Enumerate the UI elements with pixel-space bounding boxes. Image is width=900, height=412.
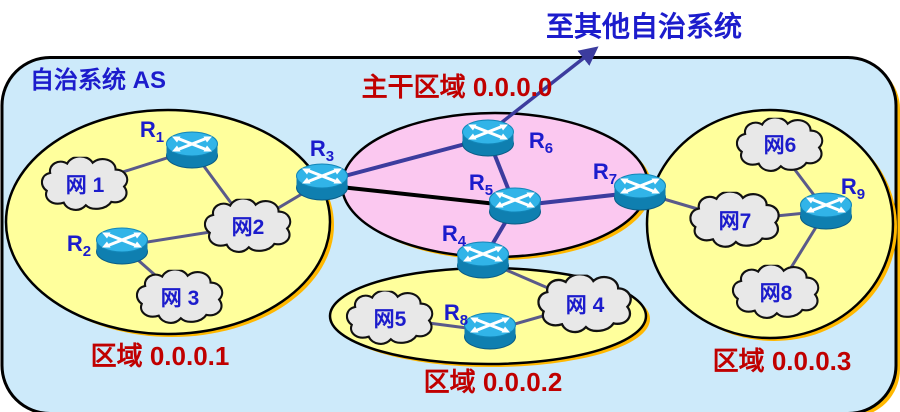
router-r9-label: R9	[841, 174, 865, 203]
router-label-main: R	[841, 174, 857, 199]
link-r3-r6	[321, 136, 489, 184]
router-label-sub: 4	[458, 233, 467, 250]
router-label-sub: 1	[156, 129, 164, 146]
area3-label: 区域 0.0.0.3	[713, 346, 852, 376]
network-clouds: 网 1 网2 网 3 网 4 网5 网6 网7 网8	[40, 117, 824, 345]
net6-label: 网6	[764, 134, 797, 157]
router-r3-label: R3	[310, 136, 334, 165]
external-as-title: 至其他自治系统	[546, 10, 742, 42]
router-r8-label: R8	[444, 300, 468, 329]
router-label-sub: 2	[83, 243, 91, 260]
router-r3-icon	[296, 163, 348, 201]
as-title: 自治系统 AS	[30, 66, 166, 94]
router-label-main: R	[593, 159, 609, 184]
router-r1-label: R1	[140, 117, 164, 146]
router-label-sub: 8	[460, 312, 468, 329]
router-r4-label: R4	[442, 221, 467, 250]
router-label-main: R	[442, 221, 458, 246]
link-r3-r5	[321, 183, 516, 208]
net5-label: 网5	[374, 308, 407, 331]
router-r5-icon	[489, 187, 541, 225]
router-label-main: R	[67, 231, 83, 256]
router-r5-label: R5	[469, 170, 493, 199]
router-label-main: R	[140, 117, 156, 142]
router-r1-icon	[166, 131, 218, 169]
net8-label: 网8	[760, 282, 793, 305]
router-r6-label: R6	[529, 128, 553, 157]
net3-label: 网 3	[161, 287, 200, 310]
net4-label: 网 4	[566, 294, 605, 317]
router-r2-icon	[96, 227, 148, 265]
router-label-main: R	[469, 170, 485, 195]
net7-label: 网7	[719, 210, 752, 233]
router-label-sub: 7	[609, 171, 617, 188]
area1-label: 区域 0.0.0.1	[91, 341, 230, 371]
router-r7-icon	[614, 173, 666, 211]
router-label-sub: 6	[545, 140, 553, 157]
router-r2-label: R2	[67, 231, 91, 260]
router-label-sub: 5	[485, 182, 493, 199]
net2-label: 网2	[232, 216, 265, 239]
external-as-arrow	[490, 46, 599, 132]
net1-label: 网 1	[66, 174, 105, 197]
router-label-sub: 9	[857, 186, 865, 203]
backbone-area-label: 主干区域 0.0.0.0	[362, 72, 553, 102]
router-r8-icon	[464, 312, 516, 350]
router-label-main: R	[444, 300, 460, 325]
area2-label: 区域 0.0.0.2	[424, 367, 563, 397]
router-label-sub: 3	[326, 148, 334, 165]
router-label-main: R	[310, 136, 326, 161]
router-r7-label: R7	[593, 159, 617, 188]
router-r6-icon	[462, 119, 514, 157]
routers: R1 R2 R3 R4 R5 R6 R7 R8 R9	[67, 117, 865, 350]
router-label-main: R	[529, 128, 545, 153]
